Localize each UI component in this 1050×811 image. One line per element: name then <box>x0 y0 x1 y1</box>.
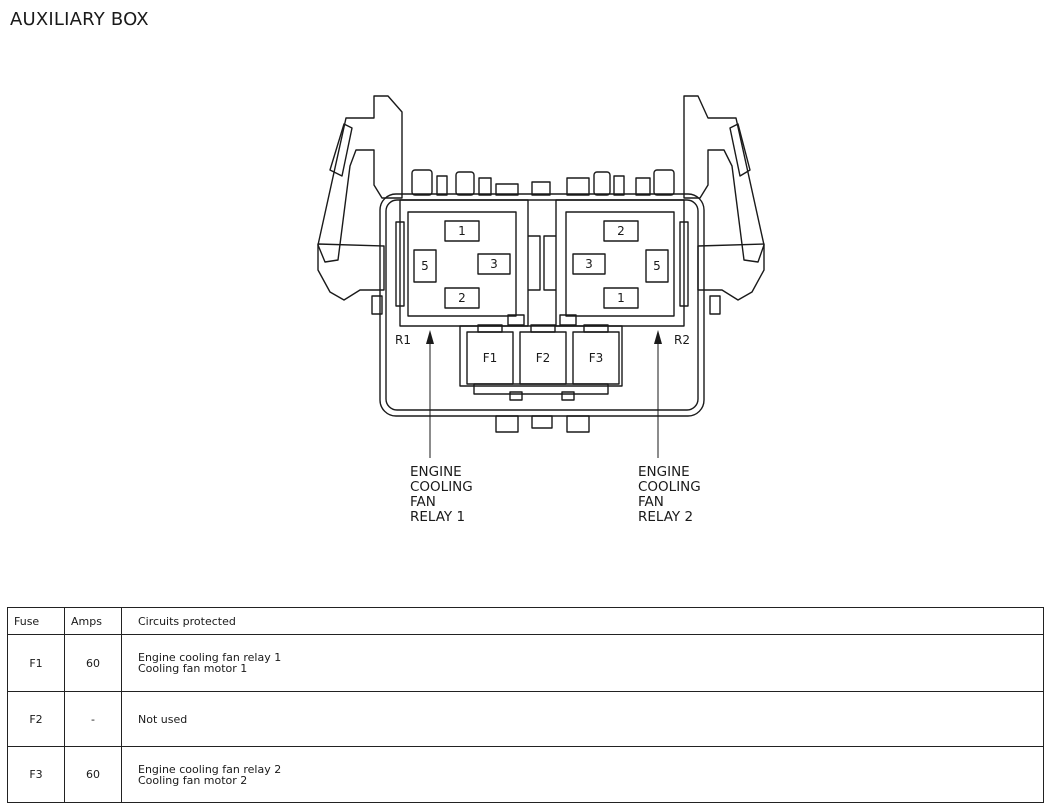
amps-cell: 60 <box>64 634 122 692</box>
auxiliary-box-diagram: 1 5 3 2 2 3 5 1 F1 F2 F3 R1 R2 <box>317 95 765 458</box>
r1-pin-bottom <box>444 287 480 309</box>
relay-r2 <box>565 211 675 317</box>
top-connector-pins <box>411 169 675 196</box>
fuse-slot-label: F1 <box>483 351 498 365</box>
r1-pin-bottom-label: 2 <box>458 291 466 305</box>
fuse-table: Fuse Amps Circuits protected F1 60 Engin… <box>7 607 1044 803</box>
r2-pin-left <box>572 253 606 275</box>
fuse-cell: F3 <box>7 746 65 803</box>
circuits-cell: Engine cooling fan relay 1 Cooling fan m… <box>121 634 1044 692</box>
header-fuse: Fuse <box>7 607 65 635</box>
r1-pin-left-label: 5 <box>421 259 429 273</box>
amps-cell: - <box>64 691 122 747</box>
relay-r1-label: R1 <box>395 333 411 347</box>
table-row: F2 - Not used <box>7 691 1044 747</box>
circuits-cell: Not used <box>121 691 1044 747</box>
table-header-row: Fuse Amps Circuits protected <box>7 607 1044 635</box>
fuse-cell: F2 <box>7 691 65 747</box>
fuse-slot-label: F3 <box>589 351 604 365</box>
table-row: F3 60 Engine cooling fan relay 2 Cooling… <box>7 746 1044 803</box>
amps-cell: 60 <box>64 746 122 803</box>
r1-pin-top-label: 1 <box>458 224 466 238</box>
relay1-arrow-icon <box>426 330 434 344</box>
fuse-slots <box>459 324 623 401</box>
circuits-cell: Engine cooling fan relay 2 Cooling fan m… <box>121 746 1044 803</box>
r1-pin-right <box>477 253 511 275</box>
r1-pin-left <box>413 249 437 283</box>
header-amps: Amps <box>64 607 122 635</box>
r2-pin-bottom <box>603 287 639 309</box>
header-circuits: Circuits protected <box>121 607 1044 635</box>
r2-pin-right-label: 5 <box>653 259 661 273</box>
bottom-connectors <box>495 415 590 433</box>
fuse-cell: F1 <box>7 634 65 692</box>
relay1-callout: ENGINE COOLING FAN RELAY 1 <box>410 464 473 525</box>
relay2-arrow-icon <box>654 330 662 344</box>
r2-pin-top <box>603 220 639 242</box>
table-row: F1 60 Engine cooling fan relay 1 Cooling… <box>7 634 1044 692</box>
r2-pin-bottom-label: 1 <box>617 291 625 305</box>
r2-pin-top-label: 2 <box>617 224 625 238</box>
relay-r1 <box>407 211 517 317</box>
left-mounting-clip <box>317 95 403 315</box>
fuse-slot-label: F2 <box>536 351 551 365</box>
fuse-box-housing <box>379 193 705 417</box>
r1-pin-top <box>444 220 480 242</box>
relay-r2-label: R2 <box>674 333 690 347</box>
relay2-callout: ENGINE COOLING FAN RELAY 2 <box>638 464 701 525</box>
r2-pin-left-label: 3 <box>585 257 593 271</box>
page-title: AUXILIARY BOX <box>10 9 149 30</box>
r1-pin-right-label: 3 <box>490 257 498 271</box>
r2-pin-right <box>645 249 669 283</box>
